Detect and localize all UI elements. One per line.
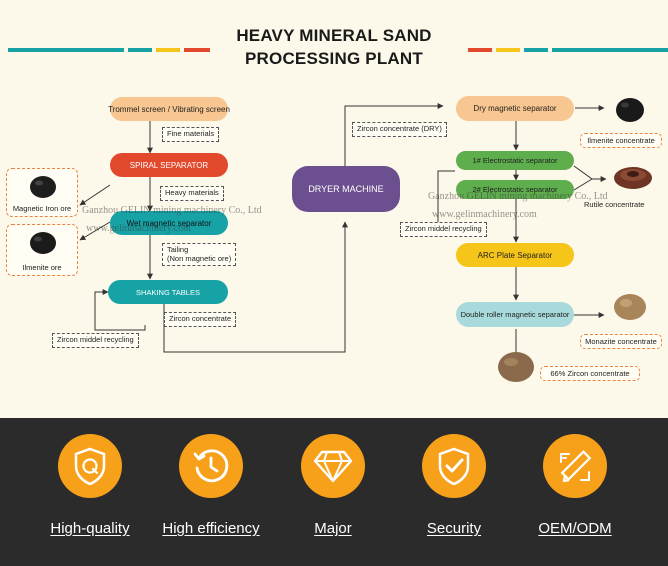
zircon-middle-recycling-right-label: Zircon middel recycling xyxy=(400,222,487,237)
feature-circle xyxy=(543,434,607,498)
magnetic-iron-ore-box: Magnetic Iron ore xyxy=(6,168,78,217)
rutile-concentrate-label: Rutile concentrate xyxy=(584,200,645,209)
diamond-icon xyxy=(313,450,353,483)
watermark-website-left: www.gelinmachinery.com xyxy=(86,223,191,234)
dry-magnetic-separator-node: Dry magnetic separator xyxy=(456,96,574,121)
ilmenite-ore-box: Ilmenite ore xyxy=(6,224,78,276)
magnetic-iron-ore-image xyxy=(30,176,56,198)
watermark-company-right: Ganzhou GELIN mining machinery Co., Ltd xyxy=(428,191,608,202)
zircon-66-concentrate-image xyxy=(498,352,534,382)
electrostatic-separator-1-node: 1# Electrostatic separator xyxy=(456,151,574,170)
ilmenite-ore-label: Ilmenite ore xyxy=(22,263,62,272)
pencil-ruler-icon xyxy=(560,450,592,483)
feature-circle xyxy=(301,434,365,498)
features-bar: High-quality High efficiency Major xyxy=(0,418,668,566)
feature-high-efficiency: High efficiency xyxy=(151,434,271,537)
zircon-concentrate-dry-label: Zircon concentrate (DRY) xyxy=(352,122,447,137)
double-roller-magnetic-separator-node: Double roller magnetic separator xyxy=(456,302,574,327)
security-shield-check-icon xyxy=(438,447,470,486)
feature-circle xyxy=(58,434,122,498)
trommel-screen-node: Trommel screen / Vibrating screen xyxy=(108,97,230,121)
monazite-concentrate-image xyxy=(614,294,646,320)
flowchart-panel: HEAVY MINERAL SAND PROCESSING PLANT Trom… xyxy=(0,0,668,418)
wet-magnetic-separator-node: Wet magnetic separator xyxy=(110,211,228,235)
ilmenite-concentrate-label: Ilmenite concentrate xyxy=(580,133,662,148)
spiral-separator-node: SPIRAL SEPARATOR xyxy=(110,153,228,177)
feature-label: Major xyxy=(314,520,352,537)
electrostatic-separator-2-node: 2# Electrostatic separator xyxy=(456,180,574,199)
zircon-66-concentrate-label: 66% Zircon concentrate xyxy=(540,366,640,381)
monazite-concentrate-label: Monazite concentrate xyxy=(580,334,662,349)
feature-label: High-quality xyxy=(50,520,130,537)
title-line-2: PROCESSING PLANT xyxy=(245,49,423,68)
fine-materials-label: Fine materials xyxy=(162,127,220,142)
watermark-website-right: www.gelinmachinery.com xyxy=(432,209,537,220)
feature-label: OEM/ODM xyxy=(538,520,612,537)
feature-circle xyxy=(179,434,243,498)
ilmenite-concentrate-image xyxy=(616,98,644,122)
zircon-concentrate-label: Zircon concentrate xyxy=(164,312,237,327)
clock-history-icon xyxy=(193,449,229,483)
feature-circle xyxy=(422,434,486,498)
feature-label: High efficiency xyxy=(162,520,260,537)
rutile-concentrate-image xyxy=(614,167,652,189)
quality-shield-icon xyxy=(74,447,106,486)
zircon-middle-recycling-left-label: Zircon middel recycling xyxy=(52,333,139,348)
feature-security: Security xyxy=(394,434,514,537)
dryer-machine-node: DRYER MACHINE xyxy=(292,166,400,212)
feature-label: Security xyxy=(426,520,482,537)
title-line-1: HEAVY MINERAL SAND xyxy=(236,26,432,45)
feature-oem-odm: OEM/ODM xyxy=(515,434,635,537)
heavy-materials-label: Heavy materials xyxy=(160,186,224,201)
ilmenite-ore-image xyxy=(30,232,56,254)
tailing-label-line-2: (Non magnetic ore) xyxy=(167,253,232,263)
watermark-company-left: Ganzhou GELIN mining machinery Co., Ltd xyxy=(82,205,262,216)
shaking-tables-node: SHAKING TABLES xyxy=(108,280,228,304)
arc-plate-separator-node: ARC Plate Separator xyxy=(456,243,574,267)
tailing-label-line-1: Tailing xyxy=(167,245,189,254)
feature-major: Major xyxy=(273,434,393,537)
feature-high-quality: High-quality xyxy=(30,434,150,537)
magnetic-iron-ore-label: Magnetic Iron ore xyxy=(12,204,72,213)
tailing-label: Tailing (Non magnetic ore) xyxy=(162,243,237,267)
